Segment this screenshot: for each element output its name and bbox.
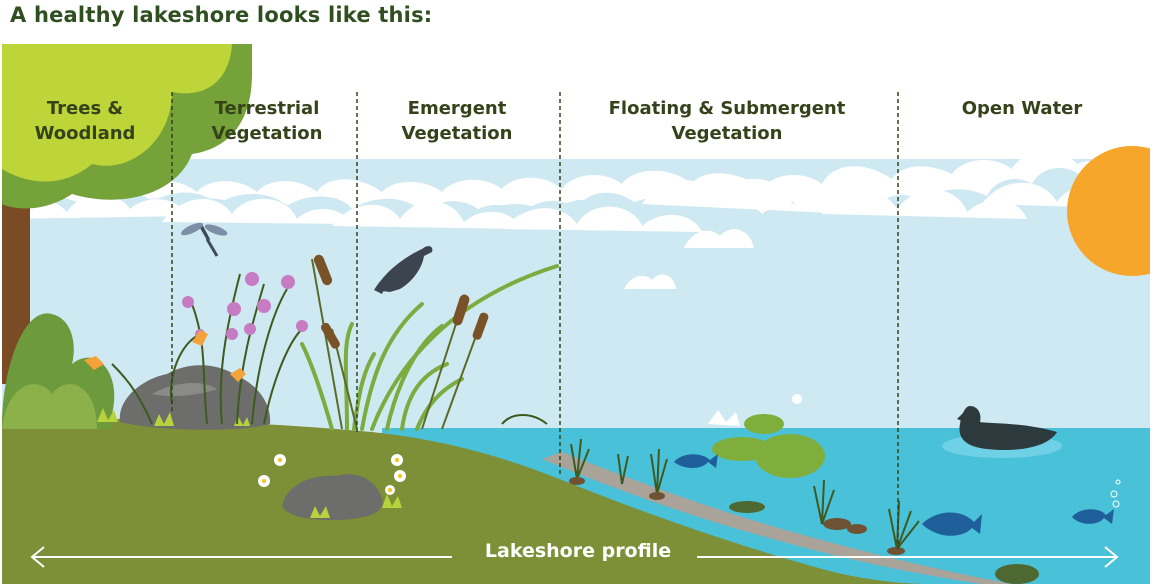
wildflower-stems bbox=[111, 273, 303, 425]
pebble-icon bbox=[569, 477, 1039, 584]
blackbird-icon bbox=[374, 246, 433, 294]
reed-icon bbox=[300, 264, 559, 431]
clover-icon bbox=[182, 272, 308, 340]
zone-dividers bbox=[171, 92, 899, 549]
bubble-icon bbox=[1110, 479, 1121, 508]
zone-label-terrestrial: Terrestrial Vegetation bbox=[211, 98, 323, 144]
zone-label-emergent: Emergent Vegetation bbox=[401, 98, 513, 144]
beach-strip bbox=[542, 452, 1012, 584]
cattail-icon bbox=[311, 254, 489, 430]
rock-icon bbox=[119, 365, 383, 520]
arrow-right-icon bbox=[1104, 546, 1119, 568]
dragonfly-icon bbox=[180, 222, 228, 257]
bush-icon bbox=[2, 313, 115, 429]
fish-icon bbox=[674, 454, 1114, 536]
shore-ground bbox=[2, 418, 932, 584]
duck-icon bbox=[942, 406, 1062, 458]
page-heading: A healthy lakeshore looks like this: bbox=[10, 3, 433, 27]
arrow-left-icon bbox=[30, 546, 45, 568]
zone-label-floating: Floating & Submergent Vegetation bbox=[608, 98, 846, 144]
water-lily-icon bbox=[708, 394, 802, 426]
profile-arrow bbox=[30, 546, 1119, 568]
cloud-icon bbox=[2, 178, 1150, 289]
lakeshore-illustration bbox=[2, 44, 1150, 584]
lily-pad-icon bbox=[712, 414, 825, 478]
lakeshore-diagram: Trees & Woodland Terrestrial Vegetation … bbox=[2, 44, 1150, 584]
tree-icon bbox=[2, 44, 252, 384]
zone-label-open-water: Open Water bbox=[961, 98, 1083, 119]
zone-label-trees: Trees & Woodland bbox=[34, 98, 136, 144]
sun-icon bbox=[1067, 146, 1150, 276]
orange-flower-icon bbox=[84, 330, 246, 382]
aquatic-plant-icon bbox=[501, 414, 920, 550]
profile-label: Lakeshore profile bbox=[484, 540, 672, 562]
